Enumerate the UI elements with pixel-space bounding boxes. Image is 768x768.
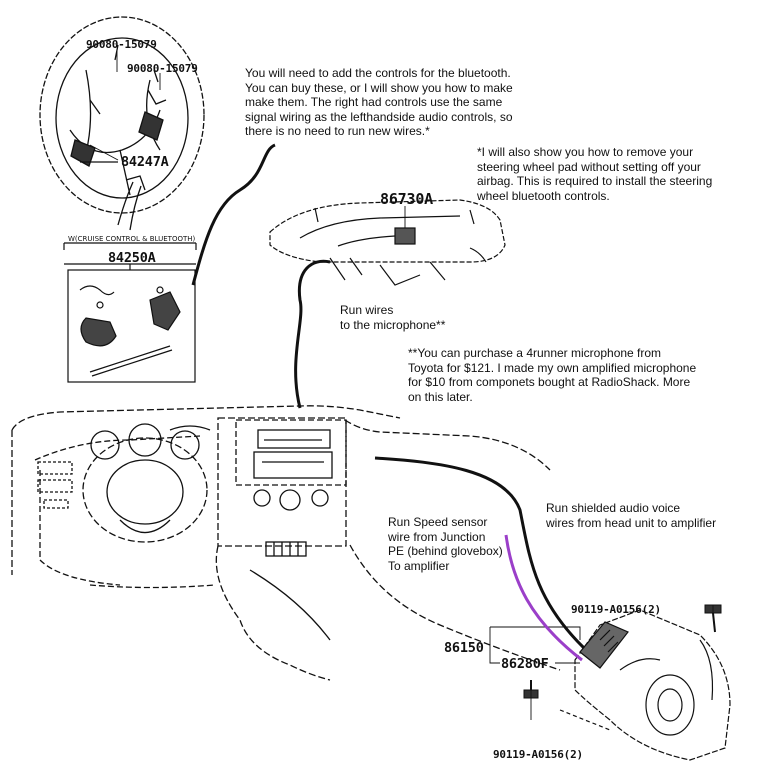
part-number-bolt-bottom: 90119-A0156(2) bbox=[493, 748, 583, 761]
part-number-amplifier-assy: 86150 bbox=[444, 640, 484, 656]
part-number-wheel-switch: 84247A bbox=[121, 154, 169, 170]
note-microphone-purchase: **You can purchase a 4runner microphone … bbox=[408, 346, 697, 404]
switch-assembly-box bbox=[63, 242, 197, 383]
note-bluetooth-controls: You will need to add the controls for th… bbox=[245, 66, 513, 138]
cruise-bluetooth-label: W(CRUISE CONTROL & BLUETOOTH) bbox=[68, 235, 196, 243]
note-run-wires-microphone: Run wires to the microphone** bbox=[340, 303, 446, 332]
leader-lines bbox=[89, 51, 714, 720]
part-number-amplifier: 86280F bbox=[501, 656, 549, 672]
amplifier-drawing bbox=[559, 609, 731, 761]
part-number-switch-assy: 84250A bbox=[108, 250, 156, 266]
wire-speed-sensor bbox=[504, 534, 583, 662]
part-number-microphone: 86730A bbox=[380, 190, 433, 208]
note-airbag: *I will also show you how to remove your… bbox=[477, 145, 713, 203]
note-speed-sensor: Run Speed sensor wire from Junction PE (… bbox=[388, 515, 503, 573]
headliner-console-drawing bbox=[269, 199, 506, 286]
part-number-screw-right: 90080-15079 bbox=[127, 62, 198, 75]
arrow-to-switch-box bbox=[117, 175, 146, 231]
part-number-screw-left: 90080-15079 bbox=[86, 38, 157, 51]
dashboard-drawing bbox=[11, 405, 561, 681]
wire-to-controls bbox=[191, 143, 276, 286]
wire-to-microphone bbox=[294, 259, 331, 409]
part-number-bolt-top: 90119-A0156(2) bbox=[571, 603, 661, 616]
wire-shielded-audio bbox=[374, 456, 586, 650]
note-shielded-audio: Run shielded audio voice wires from head… bbox=[546, 501, 717, 530]
